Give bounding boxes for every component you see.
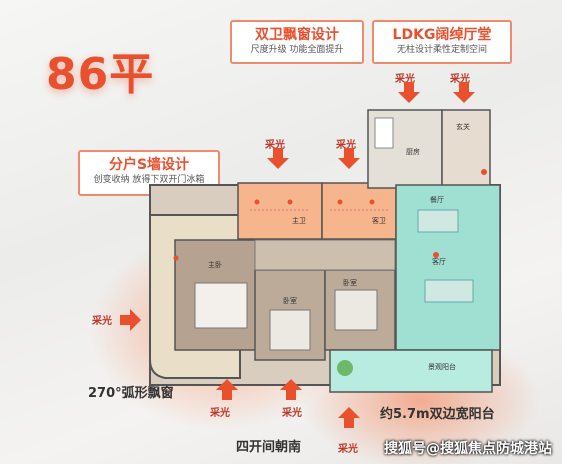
room-guest-bath: 客卫: [372, 217, 386, 225]
light-label-top-2: 采光: [450, 74, 470, 85]
room-living: 客厅: [432, 258, 446, 266]
light-label-left: 采光: [92, 316, 112, 327]
light-label-mid-1: 采光: [265, 140, 285, 151]
watermark: 搜狐号@搜狐焦点防城港站: [384, 441, 552, 457]
room-kitchen: 厨房: [406, 148, 420, 156]
room-entry: 玄关: [456, 123, 470, 131]
room-master-bath: 主卫: [292, 217, 306, 225]
ldkg-heading: LDKG阔绰厅堂: [392, 27, 492, 43]
arrow-up-icon: [216, 379, 238, 400]
master-bed: [194, 282, 248, 329]
s-wall-heading: 分户S墙设计: [108, 157, 190, 173]
balcony-label: 约5.7m双边宽阳台: [380, 407, 495, 422]
entry: [441, 109, 491, 189]
double-bath-sub: 尺度升级 功能全面提升: [250, 45, 344, 55]
arrow-down-icon: [398, 82, 420, 103]
room-dining: 餐厅: [430, 196, 444, 204]
dining-table: [417, 209, 459, 233]
arrow-down-icon: [338, 148, 360, 169]
arrow-down-icon: [453, 82, 475, 103]
double-bath-heading: 双卫飘窗设计: [255, 27, 339, 43]
arrow-up-icon: [280, 379, 302, 400]
s-wall-sub: 创变收纳 放得下双开门冰箱: [93, 175, 205, 185]
light-label-mid-2: 采光: [336, 140, 356, 151]
light-label-bot-3: 采光: [338, 444, 358, 455]
balcony: [329, 349, 493, 393]
light-label-bot-1: 采光: [210, 408, 230, 419]
room-balcony: 景观阳台: [428, 363, 456, 371]
corridor: [254, 239, 396, 271]
double-bath-callout: 双卫飘窗设计 尺度升级 功能全面提升: [230, 20, 364, 64]
bed-3: [334, 289, 378, 331]
bay-window-label: 270°弧形飘窗: [88, 386, 174, 401]
ldkg-sub: 无柱设计柔性定制空间: [396, 45, 487, 55]
room-bed2: 卧室: [283, 297, 297, 305]
arrow-up-icon: [338, 407, 360, 428]
light-label-bot-2: 采光: [282, 408, 302, 419]
bed-2: [269, 309, 311, 351]
arrow-right-icon: [120, 309, 141, 331]
guest-bath: [321, 182, 397, 240]
room-bed3: 卧室: [343, 279, 357, 287]
ldkg-callout: LDKG阔绰厅堂 无柱设计柔性定制空间: [372, 20, 512, 64]
arrow-down-icon: [267, 148, 289, 169]
page-title: 86平: [46, 49, 155, 100]
room-master-bed: 主卧: [208, 261, 222, 269]
sofa: [424, 279, 474, 303]
master-bath: [237, 182, 323, 240]
south-label: 四开间朝南: [236, 440, 302, 455]
light-label-top-1: 采光: [395, 74, 415, 85]
